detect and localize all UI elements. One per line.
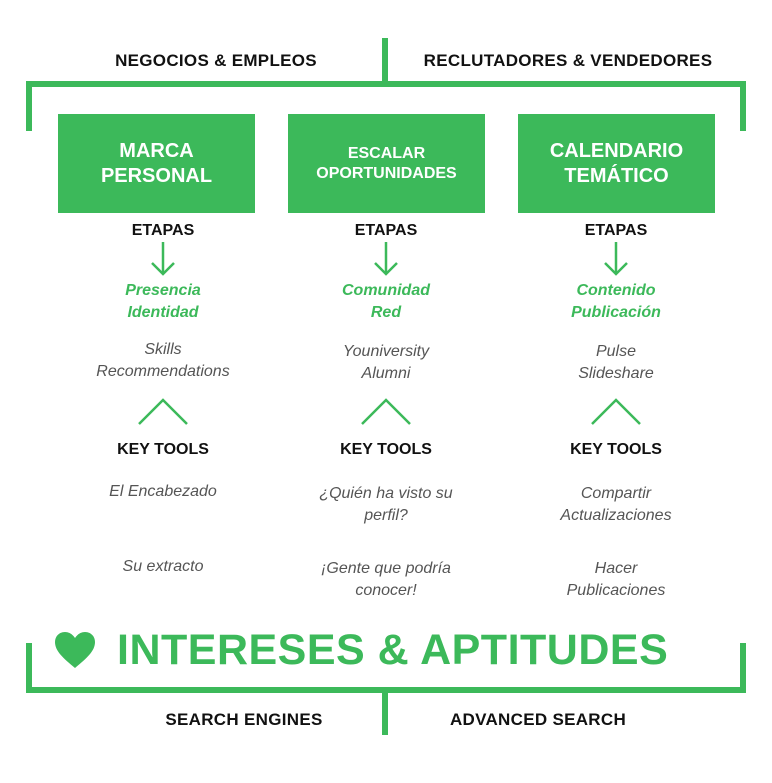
column-marca-personal: ETAPAS Presencia Identidad: [58, 222, 268, 324]
item-line-1: Pulse: [595, 343, 637, 360]
etapas-label: ETAPAS: [354, 222, 418, 239]
column-escalar-oportunidades: ETAPAS Comunidad Red: [281, 222, 491, 324]
chevron-up-icon: [591, 398, 641, 425]
stage-line-2: Publicación: [571, 304, 661, 321]
key-tools-label: KEY TOOLS: [340, 441, 432, 458]
tool-b-escalar-oportunidades: ¡Gente que podría conocer!: [281, 558, 491, 602]
item-line-1: Youniversity: [342, 343, 430, 360]
key-tools-label: KEY TOOLS: [117, 441, 209, 458]
tool-a-line-2: Actualizaciones: [560, 507, 672, 524]
tool-b-line-2: Publicaciones: [566, 582, 666, 599]
top-right-label: RECLUTADORES & VENDEDORES: [423, 51, 713, 70]
banner-intereses-aptitudes: INTERESES & APTITUDES: [117, 626, 669, 674]
bottom-center-divider: [382, 687, 388, 735]
box-escalar-oportunidades: ESCALAR OPORTUNIDADES: [288, 114, 485, 213]
tool-a-line-1: El Encabezado: [109, 483, 217, 500]
tool-a-line-1: ¿Quién ha visto su: [319, 485, 453, 502]
tool-a-marca-personal: El Encabezado: [58, 481, 268, 503]
bottom-frame-right-leg: [740, 643, 746, 693]
box-marca-personal: MARCA PERSONAL: [58, 114, 255, 213]
bottom-frame-left-leg: [26, 643, 32, 693]
key-tools-label: KEY TOOLS: [570, 441, 662, 458]
tool-a-escalar-oportunidades: ¿Quién ha visto su perfil?: [281, 483, 491, 527]
stage-line-1: Comunidad: [342, 282, 430, 299]
top-center-divider: [382, 38, 388, 83]
tool-a-calendario-tematico: Compartir Actualizaciones: [511, 483, 721, 527]
etapas-label: ETAPAS: [131, 222, 195, 239]
heart-icon: [55, 632, 95, 668]
arrow-down-icon: [604, 242, 628, 276]
item-line-2: Alumni: [361, 365, 411, 382]
box-title: MARCA PERSONAL: [100, 139, 213, 187]
items-marca-personal: Skills Recommendations KEY TOOLS: [58, 339, 268, 459]
item-line-2: Slideshare: [578, 365, 654, 382]
top-left-label: NEGOCIOS & EMPLEOS: [115, 51, 317, 70]
tool-a-line-1: Compartir: [580, 485, 652, 502]
top-frame-right-leg: [740, 81, 746, 131]
items-calendario-tematico: Pulse Slideshare KEY TOOLS: [511, 341, 721, 459]
top-frame-left-leg: [26, 81, 32, 131]
arrow-down-icon: [151, 242, 175, 276]
stage-line-2: Red: [370, 304, 402, 321]
arrow-down-icon: [374, 242, 398, 276]
etapas-label: ETAPAS: [584, 222, 648, 239]
tool-b-calendario-tematico: Hacer Publicaciones: [511, 558, 721, 602]
tool-b-marca-personal: Su extracto: [58, 556, 268, 578]
tool-a-line-2: perfil?: [364, 507, 408, 524]
chevron-up-icon: [138, 398, 188, 425]
tool-b-line-1: Su extracto: [122, 558, 204, 575]
top-frame-bar: [26, 81, 746, 87]
bottom-right-label: ADVANCED SEARCH: [449, 710, 627, 729]
stage-line-2: Identidad: [127, 304, 199, 321]
box-calendario-tematico: CALENDARIO TEMÁTICO: [518, 114, 715, 213]
bottom-left-label: SEARCH ENGINES: [165, 710, 323, 729]
box-title: ESCALAR OPORTUNIDADES: [316, 144, 457, 182]
box-title: CALENDARIO TEMÁTICO: [549, 139, 684, 187]
stage-line-1: Presencia: [125, 282, 201, 299]
stage-line-1: Contenido: [576, 282, 656, 299]
chevron-up-icon: [361, 398, 411, 425]
tool-b-line-1: ¡Gente que podría: [321, 560, 451, 577]
column-calendario-tematico: ETAPAS Contenido Publicación: [511, 222, 721, 324]
tool-b-line-2: conocer!: [355, 582, 417, 599]
items-escalar-oportunidades: Youniversity Alumni KEY TOOLS: [281, 341, 491, 459]
item-line-2: Recommendations: [96, 363, 230, 380]
tool-b-line-1: Hacer: [594, 560, 638, 577]
item-line-1: Skills: [144, 341, 182, 358]
